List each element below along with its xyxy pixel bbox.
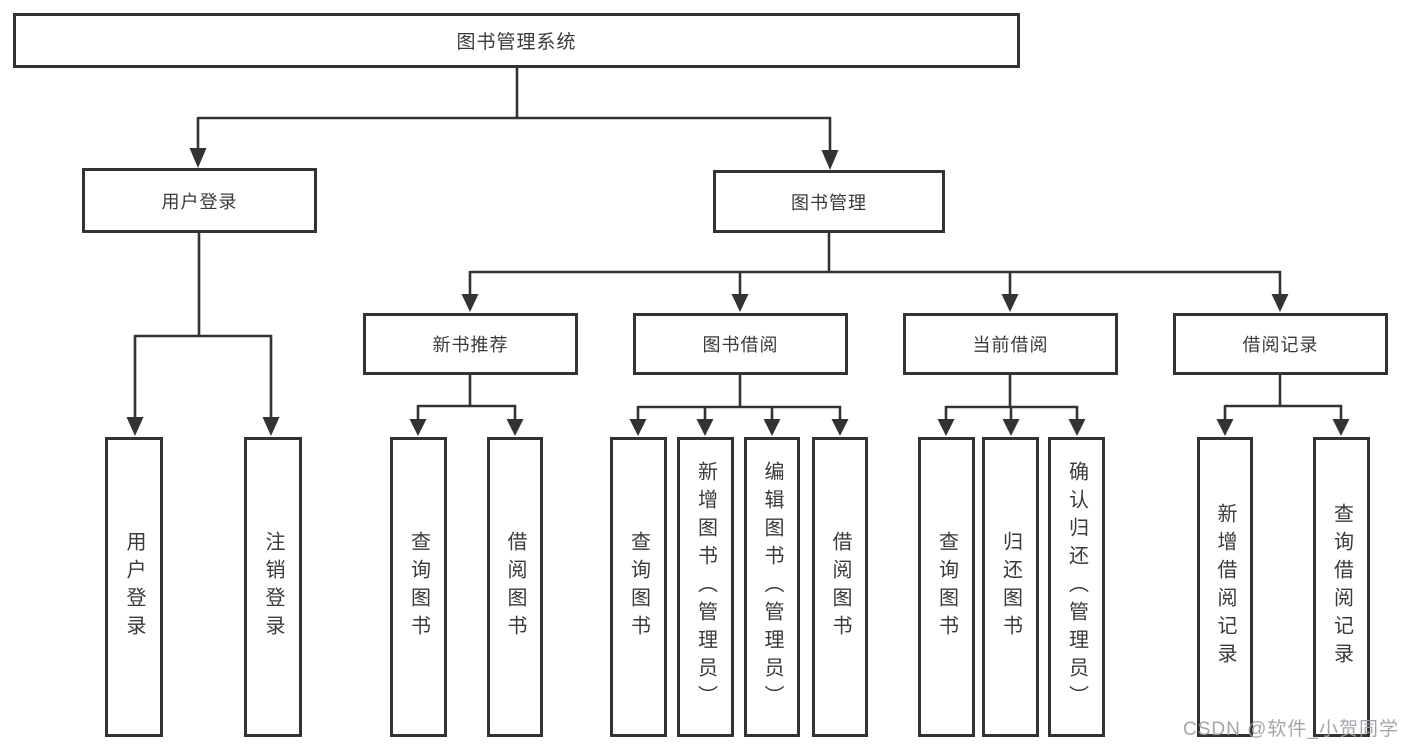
leaf-label: 查询图书 (935, 531, 958, 643)
node-user-login: 用户登录 (82, 168, 317, 233)
leaf-borrow-query-books: 查询图书 (610, 437, 667, 737)
leaf-recommend-borrow-books: 借阅图书 (487, 437, 543, 737)
leaf-label: 编辑图书（管理员） (761, 461, 783, 713)
csdn-watermark: CSDN @软件_小贺同学 (1183, 719, 1399, 740)
leaf-label: 确认归还（管理员） (1065, 461, 1088, 713)
leaf-borrow-add-books-admin: 新增图书（管理员） (677, 437, 734, 737)
node-new-book-recommend: 新书推荐 (363, 313, 578, 375)
leaf-records-add-record: 新增借阅记录 (1197, 437, 1253, 737)
leaf-label: 注销登录 (262, 531, 284, 643)
leaf-label: 查询图书 (407, 531, 430, 643)
node-book-borrow: 图书借阅 (633, 313, 848, 375)
leaf-user-login: 用户登录 (105, 437, 163, 737)
leaf-borrow-edit-books-admin: 编辑图书（管理员） (744, 437, 800, 737)
leaf-recommend-query-books: 查询图书 (390, 437, 447, 737)
node-borrow-records: 借阅记录 (1173, 313, 1388, 375)
leaf-label: 借阅图书 (829, 531, 851, 643)
leaf-label: 借阅图书 (504, 531, 526, 643)
leaf-label: 查询借阅记录 (1330, 503, 1353, 671)
leaf-label: 查询图书 (627, 531, 650, 643)
node-book-management: 图书管理 (713, 170, 945, 233)
leaf-label: 用户登录 (123, 531, 145, 643)
leaf-label: 新增借阅记录 (1214, 503, 1236, 671)
node-current-borrow: 当前借阅 (903, 313, 1118, 375)
leaf-records-query-record: 查询借阅记录 (1313, 437, 1370, 737)
leaf-logout: 注销登录 (244, 437, 302, 737)
leaf-current-confirm-return-admin: 确认归还（管理员） (1048, 437, 1105, 737)
node-root-system: 图书管理系统 (13, 13, 1020, 68)
leaf-borrow-borrow-books: 借阅图书 (812, 437, 868, 737)
leaf-current-query-books: 查询图书 (918, 437, 975, 737)
leaf-current-return-books: 归还图书 (982, 437, 1039, 737)
leaf-label: 新增图书（管理员） (694, 461, 717, 713)
leaf-label: 归还图书 (999, 531, 1022, 643)
